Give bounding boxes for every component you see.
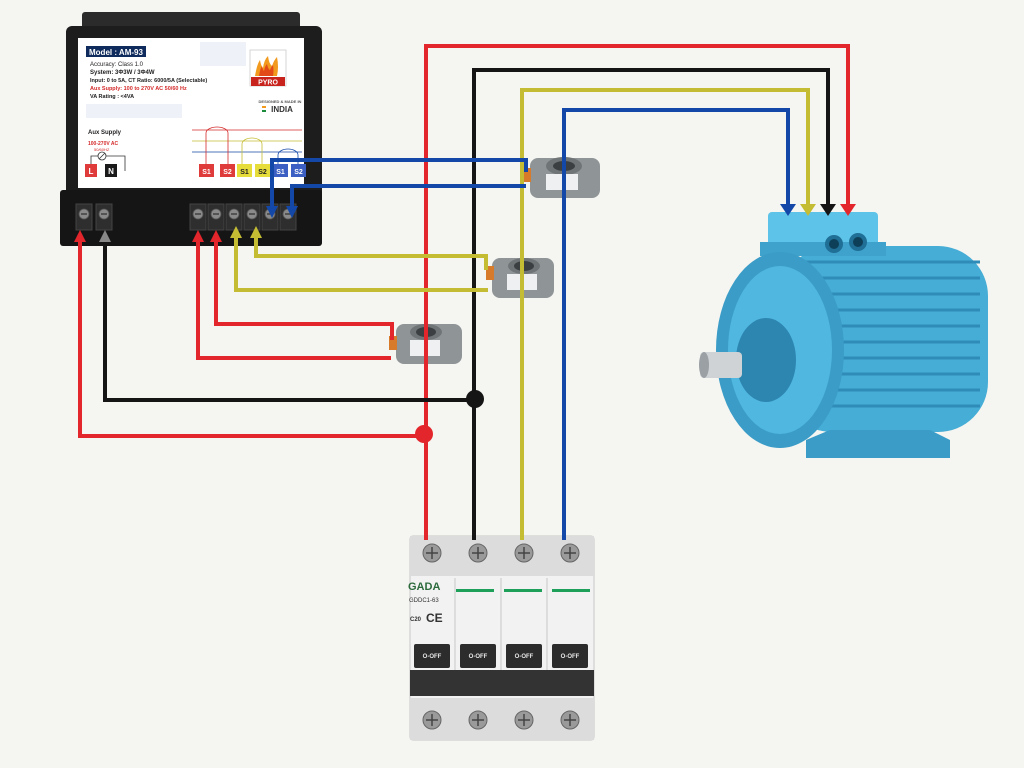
wire-ct-blue-s1 [270,158,528,208]
breaker-brand: GA⁠DA [408,581,440,593]
induction-motor [699,212,988,458]
wires [78,44,850,540]
aux-supply-heading: Aux Supply [88,130,122,136]
junction-live [415,425,433,443]
energy-meter: Model : AM-93 Accuracy: Class 1.0 System… [60,12,322,246]
svg-text:S1: S1 [240,169,249,176]
ce-mark: CE [426,611,443,625]
svg-text:N: N [108,167,114,176]
meter-input: Input: 0 to 5A, CT Ratio: 6000/5A (Selec… [90,78,207,84]
breaker-model: GDDC1-63 [409,598,439,604]
svg-text:O-OFF: O-OFF [561,654,580,660]
meter-va-rating: VA Rating : <4VA [90,94,134,100]
wire-neutral [472,68,830,540]
pyro-logo: PYRO [249,49,287,87]
svg-text:S1: S1 [276,169,285,176]
wire-red-phase [424,44,850,540]
meter-model: Model : AM-93 [89,48,143,57]
ct-blue-phase [523,157,600,198]
breaker-rating: C20 [410,617,422,623]
meter-accuracy: Accuracy: Class 1.0 [90,62,144,68]
made-in-country: INDIA [271,105,293,114]
four-pole-breaker: GA⁠DA GDDC1-63 C20 CE O-OFF O-OFF O-OFF … [408,535,595,741]
wire-ct-yellow-s1 [234,236,488,292]
wire-aux-neutral [103,240,474,402]
meter-aux-spec: Aux Supply: 100 to 270V AC 50/60 Hz [90,86,187,92]
brand-name: PYRO [258,80,278,87]
junction-neutral [466,390,484,408]
aux-supply-range: 100-270V AC [88,141,118,147]
aux-supply-freq: 50/60HZ [94,147,110,152]
wire-blue-phase [562,108,790,540]
aux-terminal-labels: L N [85,164,117,177]
svg-text:S2: S2 [223,169,232,176]
svg-text:O-OFF: O-OFF [515,654,534,660]
svg-text:S2: S2 [258,169,267,176]
meter-system: System: 3Φ3W / 3Φ4W [90,70,155,76]
wire-aux-live [78,240,426,438]
svg-text:O-OFF: O-OFF [469,654,488,660]
svg-text:O-OFF: O-OFF [423,654,442,660]
wire-ct-yellow-s2 [254,236,488,270]
breaker-switches[interactable]: O-OFF O-OFF O-OFF O-OFF [414,644,588,668]
svg-text:S2: S2 [294,169,303,176]
svg-text:L: L [89,167,94,176]
svg-text:S1: S1 [202,169,211,176]
arrowheads [74,204,856,242]
wire-ct-red-s1 [196,240,391,360]
wire-ct-blue-s2 [290,184,526,208]
wire-yellow-phase [520,88,810,540]
ct-terminal-labels: S1 S2 S1 S2 S1 S2 [199,164,306,177]
wire-ct-red-s2 [214,240,394,340]
made-in-caption: DESIGNED & MADE IN [259,99,302,104]
